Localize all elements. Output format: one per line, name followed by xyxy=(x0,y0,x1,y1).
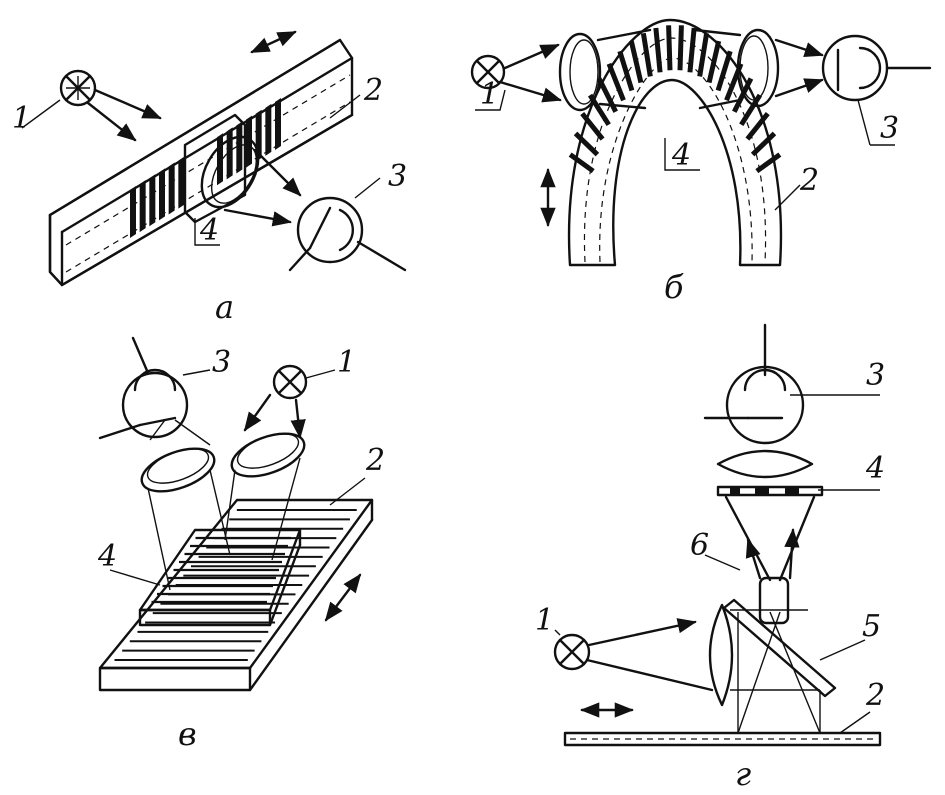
panel-g-top-lens xyxy=(716,449,814,479)
scale-bar-mark xyxy=(159,168,165,221)
panel-v-label-detector: 3 xyxy=(212,345,231,380)
panel-g-label-lens: 6 xyxy=(690,528,709,563)
arch-bar-mark xyxy=(666,25,673,71)
panel-v-source-icon xyxy=(272,364,308,400)
panel-v-detector-icon xyxy=(98,336,189,440)
panel-g-label-detector: 3 xyxy=(866,358,885,393)
panel-g-caption: г xyxy=(735,755,751,793)
scale-bar-mark xyxy=(178,156,185,209)
arch-bar-mark xyxy=(596,77,618,113)
arch-bar-mark xyxy=(617,50,635,92)
panel-a-caption: а xyxy=(215,288,234,326)
panel-v-scale xyxy=(98,498,374,692)
arch-bar-mark xyxy=(653,27,663,73)
panel-g-label-source: 1 xyxy=(535,603,554,638)
panel-a-scale xyxy=(48,38,354,287)
panel-a-label-source: 1 xyxy=(12,101,31,136)
panel-b-detector-icon xyxy=(821,34,932,102)
scale-bar-mark xyxy=(139,180,146,233)
arch-bar-mark xyxy=(697,32,710,77)
panel-g-condenser-lens xyxy=(708,603,734,707)
panel-v-label-scale: 2 xyxy=(365,443,385,478)
panel-a-lens xyxy=(200,135,260,209)
panel-g-label-scale: 2 xyxy=(865,678,885,713)
scale-bar-mark xyxy=(246,115,252,168)
panel-v-motion-arrow xyxy=(324,573,362,622)
arch-bar-mark xyxy=(715,50,733,92)
panel-b: 1 3 4 2 б xyxy=(470,18,932,306)
panel-a-motion-arrow xyxy=(250,30,297,54)
arch-bar-mark xyxy=(750,131,777,157)
panel-b-label-scale: 2 xyxy=(799,163,819,198)
panel-g-grating xyxy=(716,485,824,497)
panel-g-detector-icon xyxy=(703,323,805,445)
panel-b-label-grating: 4 xyxy=(671,138,691,173)
panel-g-lens-6 xyxy=(758,576,790,625)
arch-bar-mark xyxy=(580,111,605,141)
panel-v-grating xyxy=(138,528,302,627)
panel-a-grating xyxy=(183,113,247,224)
panel-g-scale xyxy=(563,731,882,747)
scale-bar-mark xyxy=(130,186,136,238)
arch-bar-mark xyxy=(755,152,782,174)
panel-a-label-detector: 3 xyxy=(388,159,407,194)
arch-bar-mark xyxy=(568,152,595,174)
scale-bar-mark xyxy=(265,103,272,156)
arch-bar-mark xyxy=(628,40,644,84)
arch-bar-mark xyxy=(745,111,770,141)
arch-bar-mark xyxy=(640,32,653,77)
arch-bar-mark xyxy=(573,131,600,157)
scale-bar-mark xyxy=(275,98,281,150)
scale-bar-mark xyxy=(236,121,243,174)
panel-g-mirror xyxy=(722,598,837,698)
panel-a-label-scale: 2 xyxy=(363,73,383,108)
panel-b-left-lens xyxy=(558,32,602,112)
panel-b-source-icon xyxy=(470,54,506,90)
panel-g: 3 4 6 5 2 1 г xyxy=(535,323,885,793)
panel-a-label-grating: 4 xyxy=(199,213,219,248)
arch-bar-mark xyxy=(687,27,697,73)
panel-v: 3 1 2 4 в xyxy=(97,336,385,753)
scale-bar-mark xyxy=(149,174,156,227)
arch-bar-mark xyxy=(677,25,684,71)
panel-a: 1 2 3 4 а xyxy=(12,30,407,326)
panel-g-label-grating: 4 xyxy=(865,451,885,486)
panel-v-grating-lines xyxy=(151,536,291,604)
panel-v-label-source: 1 xyxy=(337,345,356,380)
panel-v-label-grating: 4 xyxy=(97,539,117,574)
panel-a-source-icon xyxy=(59,69,97,107)
arch-bar-mark xyxy=(606,62,626,102)
arch-bar-mark xyxy=(706,40,722,84)
panel-b-caption: б xyxy=(664,268,684,306)
panel-g-label-mirror: 5 xyxy=(862,609,881,644)
panel-a-detector-icon xyxy=(288,196,407,272)
arch-bar-mark xyxy=(732,77,754,113)
panel-a-scale-bars xyxy=(130,98,281,238)
panel-b-right-lens xyxy=(736,28,780,108)
panel-b-label-detector: 3 xyxy=(880,111,899,146)
panel-v-caption: в xyxy=(178,715,197,753)
panel-b-label-source: 1 xyxy=(480,77,499,112)
scale-bar-mark xyxy=(168,162,175,215)
panel-g-source-icon xyxy=(553,633,591,671)
